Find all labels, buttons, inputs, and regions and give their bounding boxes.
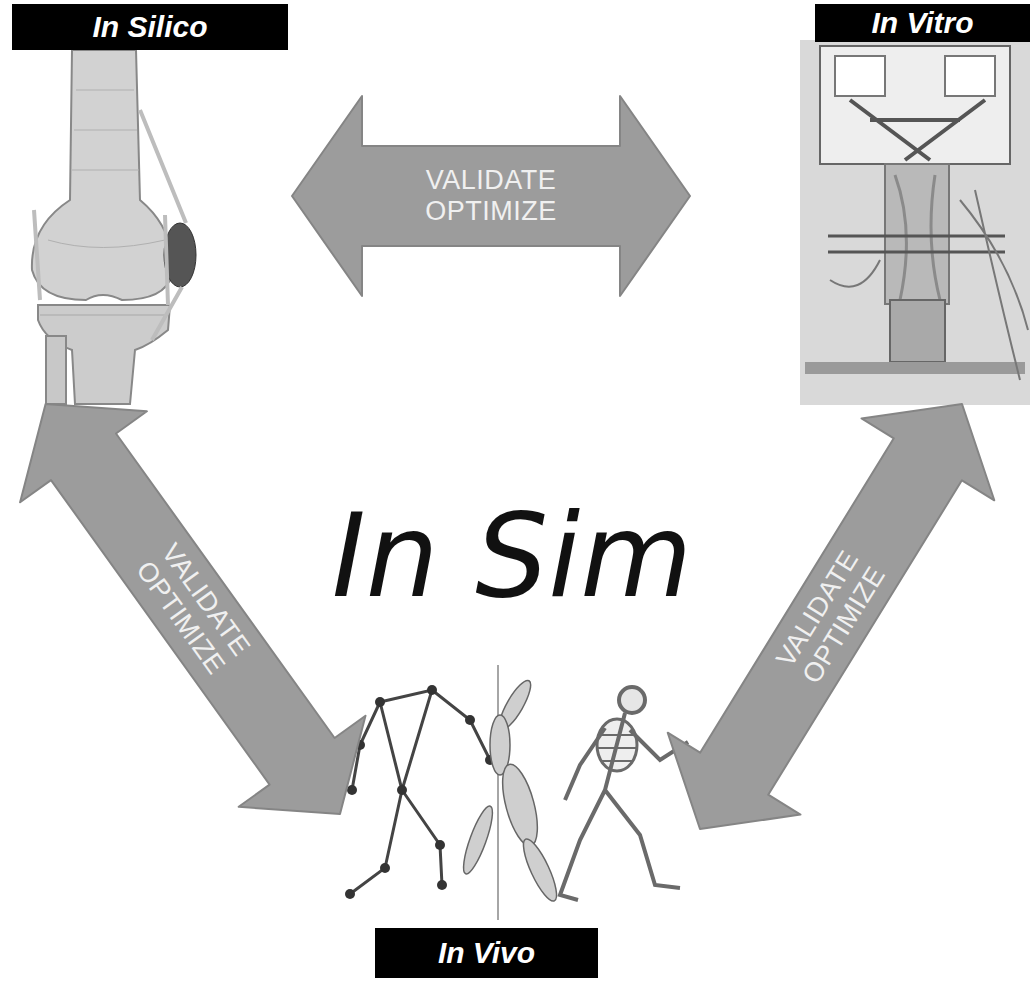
stage-panel: In Vivo — [340, 680, 700, 978]
gait-figures-part-part — [380, 863, 390, 873]
knee-model-part — [46, 336, 66, 404]
gait-figures-part-part — [458, 803, 498, 876]
gait-figures-part-part — [350, 790, 442, 894]
stage-label: In Silico — [12, 4, 288, 50]
test-rig-photo-part — [885, 164, 949, 304]
test-rig-photo-part — [850, 100, 985, 160]
arrow-label: VALIDATE OPTIMIZE — [757, 524, 904, 710]
gait-figures-part-part — [347, 785, 357, 795]
stage-panel: In Vitro — [690, 4, 1030, 404]
arrow-label: VALIDATE OPTIMIZE — [115, 518, 270, 700]
test-rig-photo-part — [800, 40, 1030, 405]
knee-model — [32, 50, 196, 404]
gait-figures-part-part — [435, 840, 445, 850]
knee-model-part — [40, 315, 168, 316]
gait-figures-part-part — [619, 687, 645, 713]
double-arrow — [292, 96, 690, 296]
double-arrow — [20, 404, 365, 814]
gait-figures-part-part — [345, 889, 355, 899]
gait-figures-part-part — [496, 761, 545, 849]
test-rig-photo-part — [805, 362, 1025, 374]
gait-figures — [345, 665, 688, 920]
arrow-label: VALIDATE OPTIMIZE — [401, 165, 581, 227]
knee-model-part — [32, 50, 172, 300]
test-rig-photo-part — [835, 56, 885, 96]
stage-label: In Vitro — [815, 4, 1030, 42]
stage-label: In Vivo — [375, 928, 598, 978]
gait-figures-part — [497, 665, 499, 920]
knee-model-part — [48, 90, 165, 248]
knee-model-part — [34, 110, 186, 340]
knee-model-part — [38, 305, 170, 404]
gait-figures-part-part — [437, 880, 447, 890]
gait-figures-part-part — [517, 835, 562, 904]
test-rig-photo-part — [945, 56, 995, 96]
center-title: In Sim — [332, 499, 692, 614]
stage-panel: In Silico — [12, 4, 292, 404]
gait-figures-part-part — [465, 715, 475, 725]
test-rig-photo — [800, 40, 1030, 405]
gait-figures-part-part — [560, 713, 680, 900]
gait-figures-part — [458, 677, 562, 905]
gait-figures-part-part — [598, 735, 636, 761]
gait-figures-part — [560, 687, 688, 900]
gait-figures-part-part — [397, 785, 407, 795]
gait-figures-part-part — [375, 697, 385, 707]
double-arrow — [668, 404, 995, 829]
test-rig-photo-part — [820, 46, 1010, 164]
gait-figures-part-part — [352, 690, 490, 790]
test-rig-photo-part — [830, 190, 1028, 380]
test-rig-photo-part — [890, 300, 945, 362]
gait-figures-part-part — [427, 685, 437, 695]
test-rig-photo-part — [828, 236, 1005, 252]
